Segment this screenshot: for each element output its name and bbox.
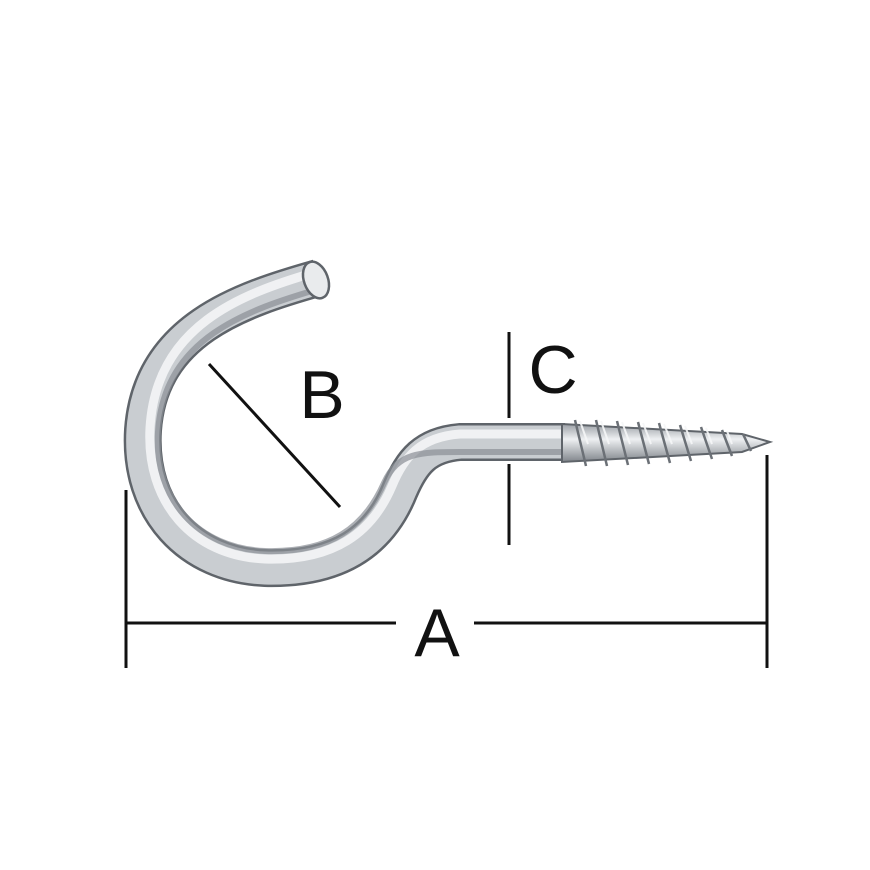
dimension-b-line bbox=[207, 362, 342, 509]
dimension-a: A bbox=[124, 455, 769, 671]
dimension-a-label: A bbox=[414, 595, 460, 671]
screw-hook bbox=[123, 259, 774, 588]
screw-thread bbox=[561, 419, 774, 467]
dimension-c-label: C bbox=[528, 332, 577, 408]
hook-shadow bbox=[154, 285, 565, 555]
dimension-b-label: B bbox=[299, 357, 344, 433]
dimension-c: C bbox=[507, 332, 578, 545]
dimension-b: B bbox=[207, 357, 345, 509]
hook-highlight bbox=[145, 267, 565, 564]
hook-tip bbox=[301, 260, 331, 300]
